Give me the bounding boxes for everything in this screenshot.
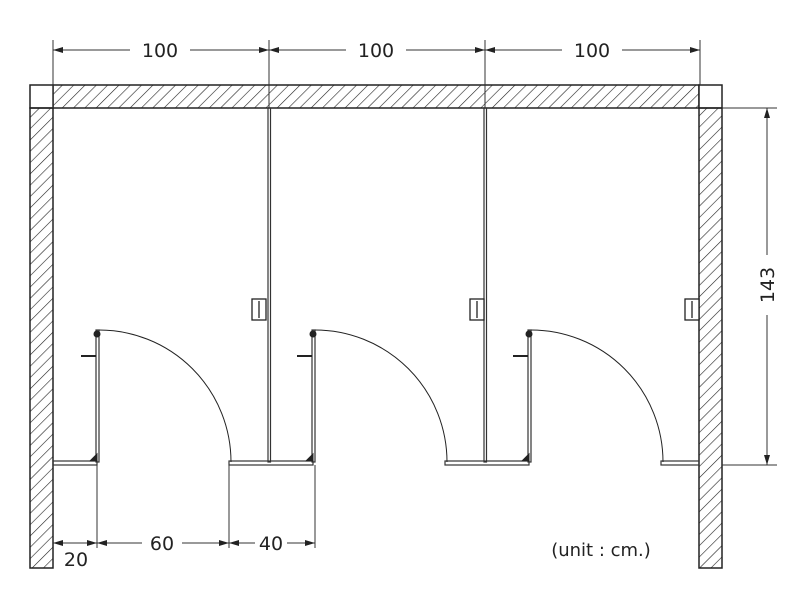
partitions xyxy=(52,107,700,466)
dim-label-top-3: 100 xyxy=(574,40,610,62)
door-swing-arc-1 xyxy=(98,329,232,463)
bottom-hinge-icon xyxy=(304,452,314,462)
bottom-hinge-icon xyxy=(520,452,530,462)
dim-label-bottom-right: 40 xyxy=(259,533,283,555)
dim-label-bottom-left: 20 xyxy=(64,549,88,571)
dim-label-top-2: 100 xyxy=(358,40,394,62)
hinge-icon xyxy=(93,330,101,338)
toilet-paper-holders xyxy=(251,298,700,321)
hinge-icon xyxy=(309,330,317,338)
partition-1 xyxy=(267,107,272,463)
dim-label-depth: 143 xyxy=(757,267,779,303)
door-swing-arc-2 xyxy=(314,329,448,463)
door-2 xyxy=(311,329,316,463)
partition-2 xyxy=(483,107,488,463)
dimension-lines xyxy=(52,40,777,548)
front-panel-1 xyxy=(52,460,98,466)
front-panel-2 xyxy=(228,460,314,466)
door-3 xyxy=(527,329,532,463)
bottom-hinge-icon xyxy=(88,452,98,462)
right-wall xyxy=(698,107,723,569)
dim-label-door: 60 xyxy=(150,533,174,555)
front-panel-4 xyxy=(660,460,700,466)
front-panel-3 xyxy=(444,460,530,466)
door-swings xyxy=(98,329,664,463)
door-swing-arc-3 xyxy=(530,329,664,463)
dim-label-top-1: 100 xyxy=(142,40,178,62)
unit-note: (unit : cm.) xyxy=(551,540,651,561)
hardware xyxy=(81,330,533,462)
left-wall xyxy=(29,107,54,569)
top-wall xyxy=(52,84,700,109)
top-left-corner xyxy=(29,84,54,109)
walls xyxy=(29,84,723,569)
top-right-corner xyxy=(698,84,723,109)
hinge-icon xyxy=(525,330,533,338)
door-1 xyxy=(95,329,100,463)
